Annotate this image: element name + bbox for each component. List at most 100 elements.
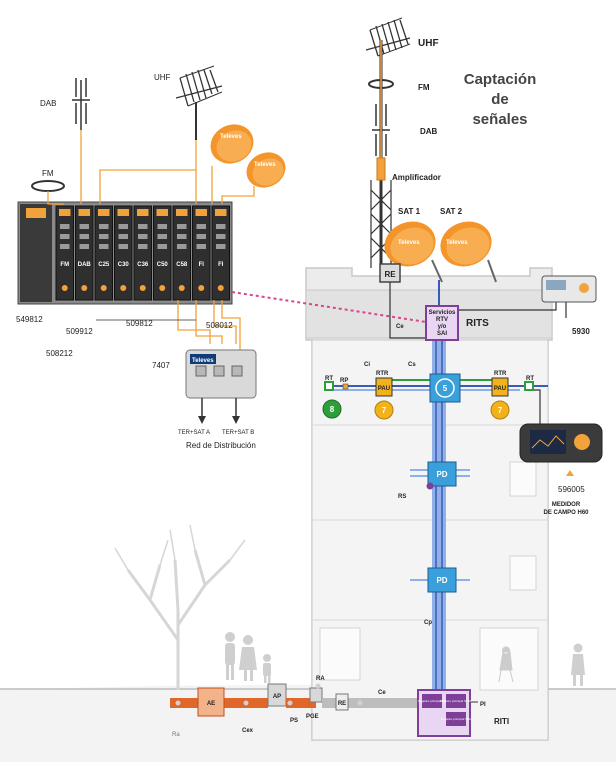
title-line-3: señales [472,111,527,128]
headend-module-label: FI [218,262,224,268]
code-509912: 509912 [66,327,93,336]
left-dish1-brand: Televes [220,134,242,140]
meter-code: 5930 [572,327,590,336]
rp-label: RP [340,378,348,384]
cs-label: Cs [408,362,416,368]
floor-equipment [322,373,534,420]
pi-label: PI [480,702,486,708]
headend-module: C36 [133,205,152,301]
code-508212: 508212 [46,349,73,358]
left-dab-antenna [72,78,90,130]
badge-yellow-left: 7 [382,406,387,415]
tree-left [114,524,246,690]
badge-center: 5 [443,384,448,393]
left-coax [47,130,255,350]
right-re-label: RE [384,270,396,279]
labels: Captación de señales UHF FM DAB Amplific… [16,38,590,738]
pd-upper-label: PD [436,470,447,479]
services-line-3: y/o [438,324,447,330]
left-dishes [210,124,286,188]
ae-label: AE [207,701,215,707]
left-fm-label: FM [42,169,54,178]
sat2-brand: Televes [446,240,468,246]
headend-module: FI [211,205,230,301]
ps-label: PS [290,718,298,724]
ra-bottom-label: Ra [172,732,180,738]
splitter-brand: Televes [192,358,214,364]
headend-module-label: C50 [157,262,169,268]
headend-module: C30 [114,205,133,301]
pd-lower-label: PD [436,576,447,585]
title-line-1: Captación [464,71,537,88]
headend-module: FM [55,205,74,301]
headend-module-label: DAB [78,262,92,268]
right-dishes [384,221,497,283]
splitter-out-b: TER+SAT B [222,430,254,436]
right-dab-label: DAB [420,127,438,136]
ce-under-label: Ce [378,690,386,696]
underground [170,683,478,737]
headend-module-label: C30 [118,262,130,268]
services-box [425,305,459,341]
ap-label: AP [273,694,281,700]
pau-left-label: PAU [378,386,390,392]
splitter-out-a: TER+SAT A [178,430,210,436]
splitter-code: 7407 [152,361,170,370]
headend-module-label: FM [60,262,69,268]
pd-boxes [426,461,457,593]
right-fm-label: FM [418,83,430,92]
cp-label: Cp [424,620,432,626]
right-amplifier [376,40,386,181]
code-508012: 508012 [206,321,233,330]
code-549812: 549812 [16,315,43,324]
rtr-left-label: RTR [376,371,389,377]
badge-yellow-right: 7 [498,406,503,415]
headend-module-label: C25 [98,262,110,268]
field-meter-h60 [519,423,603,476]
left-uhf-label: UHF [154,73,171,82]
sat1-label: SAT 1 [398,207,421,216]
pink-dashed-link [231,291,427,323]
ra-top-label: RA [316,676,325,682]
left-uhf-antenna [175,65,223,140]
right-amp-label: Amplificador [392,173,441,182]
headend-module: C50 [153,205,172,301]
title-line-2: de [491,91,509,108]
headend-module-label: C36 [137,262,149,268]
pau-right-label: PAU [494,386,506,392]
headend-module-label: C58 [176,262,188,268]
services-line-2: RTV [436,317,448,323]
left-fm-antenna [31,180,65,192]
headend-module-label: FI [199,262,205,268]
riti-box-3: Registro principal TBA [441,717,471,721]
headend-chassis: FM DAB C25 C30 C36 C50 C58 FI FI [17,201,233,305]
riti-box-1: Registro principal TB [418,699,446,703]
field-meter-caption-2: DE CAMPO H60 [543,510,589,516]
ce-label: Ce [396,324,404,330]
field-meter-caption-1: MEDIDOR [552,502,581,508]
sat1-brand: Televes [398,240,420,246]
cex-label: Cex [242,728,254,734]
headend-modules: FM DAB C25 C30 C36 C50 C58 FI FI [55,205,230,301]
left-dab-label: DAB [40,99,56,108]
re-under-label: RE [338,701,346,707]
right-uhf-label: UHF [418,38,439,49]
sat2-label: SAT 2 [440,207,463,216]
services-line-4: SAI [437,331,447,337]
headend-module: C25 [94,205,113,301]
pge-label: PGE [306,714,319,720]
left-dish2-brand: Televes [254,162,276,168]
code-509812: 509812 [126,319,153,328]
meter-5930 [541,275,597,303]
splitter-7407 [185,349,257,424]
services-line-1: Servicios [429,310,456,316]
rits-label: RITS [466,318,489,329]
riti-box-2: Registro principal STDP [440,699,472,703]
headend-module: C58 [172,205,191,301]
field-meter-code: 596005 [558,485,585,494]
headend-module: DAB [75,205,94,301]
ci-label: Ci [364,362,370,368]
walker-silhouette [571,643,585,686]
rt-left-label: RT [325,376,333,382]
